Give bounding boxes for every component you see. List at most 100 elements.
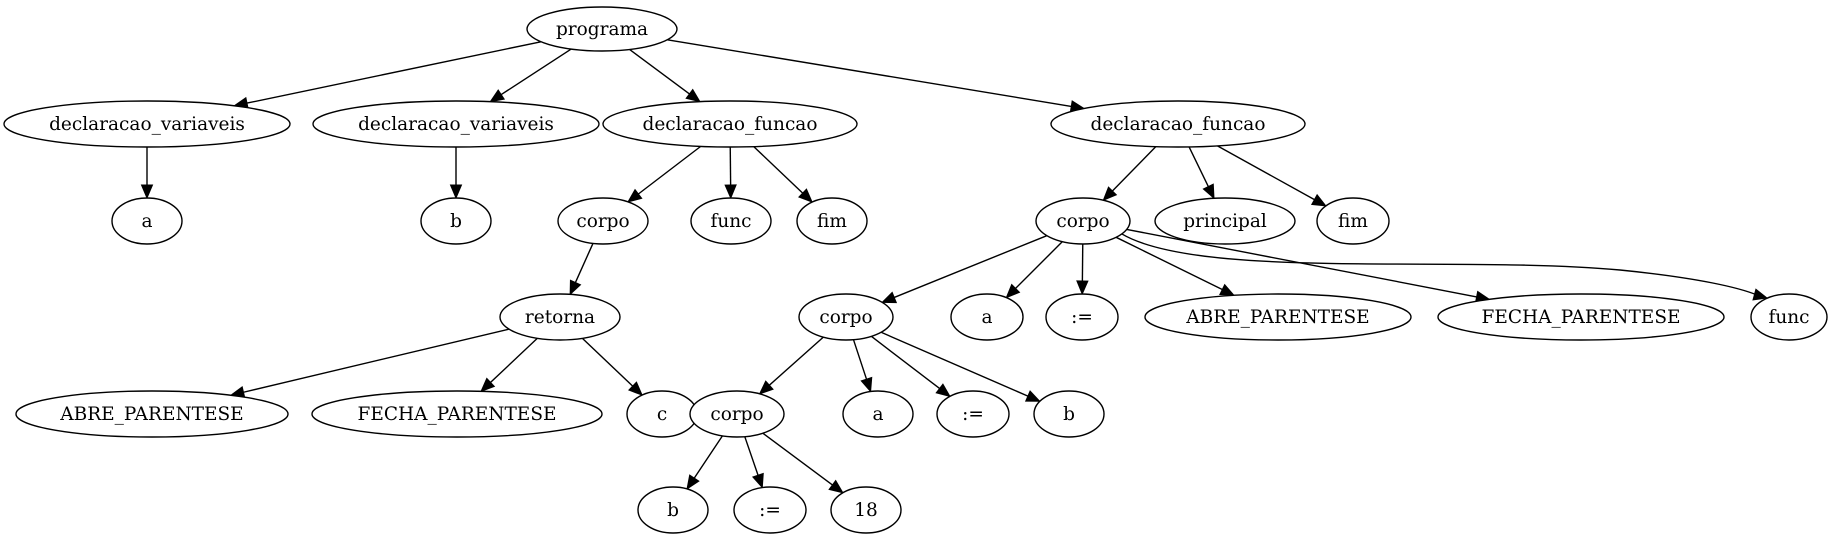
edge-line bbox=[490, 337, 538, 383]
node-fp2: FECHA_PARENTESE bbox=[1437, 293, 1725, 341]
edge-line bbox=[629, 48, 690, 95]
edge-dv2-b1 bbox=[449, 147, 463, 200]
node-label: b bbox=[450, 211, 462, 232]
node-corpo1: corpo bbox=[557, 197, 649, 245]
arrowhead bbox=[860, 376, 873, 393]
node-b2: b bbox=[1033, 390, 1105, 438]
node-ellipse bbox=[111, 197, 183, 245]
node-fp1: FECHA_PARENTESE bbox=[311, 390, 603, 438]
node-label: corpo bbox=[819, 307, 872, 328]
edge-line bbox=[246, 41, 542, 104]
node-a3: a bbox=[842, 390, 914, 438]
node-label: fim bbox=[1338, 211, 1368, 232]
node-ap1: ABRE_PARENTESE bbox=[15, 390, 289, 438]
node-fim2: fim bbox=[1316, 197, 1390, 245]
node-label: FECHA_PARENTESE bbox=[358, 404, 557, 425]
edge-corpo3-corpo4 bbox=[758, 336, 824, 395]
node-ellipse bbox=[1437, 293, 1725, 341]
node-df2: declaracao_funcao bbox=[1050, 100, 1306, 148]
arrowhead bbox=[1310, 193, 1327, 207]
edge-line bbox=[893, 235, 1048, 299]
edge-df2-fim2 bbox=[1217, 145, 1327, 207]
edge-line bbox=[768, 336, 824, 386]
node-ellipse bbox=[796, 197, 868, 245]
edge-line bbox=[1111, 146, 1157, 192]
node-ellipse bbox=[420, 197, 492, 245]
arrowhead bbox=[1202, 183, 1215, 200]
arrowhead bbox=[1076, 280, 1089, 296]
edge-corpo2-func2 bbox=[1121, 233, 1769, 301]
edge-line bbox=[693, 435, 724, 479]
edge-retorna-ap1 bbox=[229, 328, 510, 399]
node-ellipse bbox=[1033, 390, 1105, 438]
edge-line bbox=[1115, 236, 1223, 291]
node-ellipse bbox=[15, 390, 289, 438]
node-assign2: := bbox=[936, 390, 1010, 438]
arrowhead bbox=[1102, 186, 1118, 202]
node-ellipse bbox=[842, 390, 914, 438]
node-b3: b bbox=[637, 486, 709, 534]
edge-dv1-a1 bbox=[140, 147, 154, 200]
node-ellipse bbox=[936, 390, 1010, 438]
node-label: func bbox=[710, 211, 751, 232]
edge-line bbox=[1015, 241, 1063, 289]
arrowhead bbox=[935, 383, 951, 398]
node-ellipse bbox=[1154, 197, 1296, 245]
edge-corpo4-n18 bbox=[762, 432, 844, 494]
node-label: b bbox=[667, 500, 679, 521]
node-label: a bbox=[981, 307, 992, 328]
edge-retorna-c1 bbox=[581, 337, 644, 396]
node-ellipse bbox=[637, 486, 709, 534]
node-ellipse bbox=[1750, 293, 1828, 341]
node-dv2: declaracao_variaveis bbox=[312, 100, 600, 148]
edge-programa-df1 bbox=[629, 48, 701, 103]
edge-df2-corpo2 bbox=[1102, 146, 1157, 202]
edges-layer bbox=[140, 39, 1769, 494]
arrowhead bbox=[685, 88, 701, 103]
node-retorna: retorna bbox=[499, 293, 621, 341]
node-c1: c bbox=[626, 390, 698, 438]
node-label: func bbox=[1768, 307, 1809, 328]
node-label: c bbox=[657, 404, 667, 425]
node-ellipse bbox=[557, 197, 649, 245]
edge-line bbox=[574, 243, 594, 283]
edge-corpo3-a3 bbox=[852, 339, 873, 393]
edge-df1-func1 bbox=[724, 146, 737, 200]
node-label: a bbox=[141, 211, 152, 232]
edge-corpo4-assign3 bbox=[744, 436, 764, 489]
node-ellipse bbox=[499, 293, 621, 341]
node-ellipse bbox=[1050, 100, 1306, 148]
edge-corpo3-b2 bbox=[880, 331, 1041, 402]
node-func2: func bbox=[1750, 293, 1828, 341]
arrowhead bbox=[1024, 390, 1041, 402]
node-label: := bbox=[1071, 307, 1093, 328]
node-dv1: declaracao_variaveis bbox=[3, 100, 291, 148]
edge-corpo2-corpo3 bbox=[881, 235, 1048, 304]
arrowhead bbox=[489, 89, 506, 103]
node-label: ABRE_PARENTESE bbox=[1185, 307, 1369, 328]
node-ellipse bbox=[830, 486, 902, 534]
node-a1: a bbox=[111, 197, 183, 245]
node-ap2: ABRE_PARENTESE bbox=[1144, 293, 1412, 341]
arrowhead bbox=[627, 188, 643, 203]
node-label: declaracao_variaveis bbox=[49, 114, 245, 135]
arrowhead bbox=[628, 381, 644, 396]
arrowhead bbox=[881, 291, 898, 304]
node-label: ABRE_PARENTESE bbox=[59, 404, 243, 425]
arrowhead bbox=[1752, 288, 1769, 301]
arrowhead bbox=[1219, 283, 1236, 296]
node-label: := bbox=[962, 404, 984, 425]
node-ellipse bbox=[312, 100, 600, 148]
edge-line bbox=[1217, 145, 1315, 201]
node-label: b bbox=[1063, 404, 1075, 425]
edge-line bbox=[870, 335, 940, 390]
edge-line bbox=[1188, 146, 1209, 187]
edge-line bbox=[880, 331, 1029, 397]
arrowhead bbox=[798, 188, 814, 203]
edge-corpo1-retorna bbox=[569, 243, 594, 296]
edge-line bbox=[744, 436, 759, 476]
edge-line bbox=[667, 39, 1072, 108]
node-label: FECHA_PARENTESE bbox=[1482, 307, 1681, 328]
